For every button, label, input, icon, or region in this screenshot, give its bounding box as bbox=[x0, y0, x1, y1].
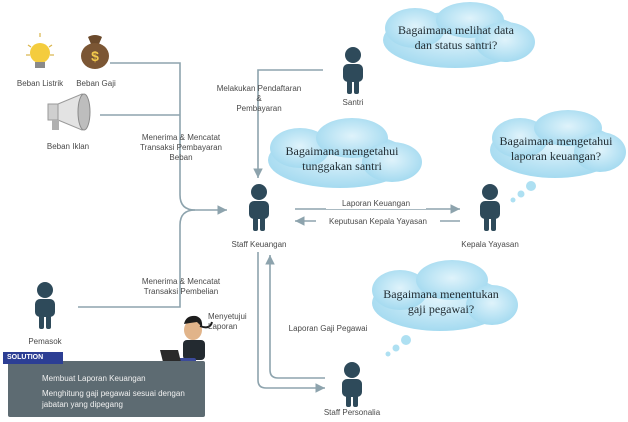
flow-label-laporan-gaji: Laporan Gaji Pegawai bbox=[288, 324, 368, 333]
person-staff-keuangan bbox=[249, 184, 269, 231]
flow-label-keputusan: Keputusan Kepala Yayasan bbox=[316, 217, 440, 227]
person-kepala-yayasan bbox=[480, 184, 500, 231]
solution-item-laporan: Membuat Laporan Keuangan bbox=[42, 374, 146, 383]
flow-label-pendaftaran: Melakukan Pendaftaran & Pembayaran bbox=[216, 84, 302, 113]
flow-line-menyetujui bbox=[257, 252, 325, 393]
person-santri bbox=[343, 47, 363, 94]
question-tunggakan: Bagaimana mengetahui tunggakan santri bbox=[285, 144, 399, 173]
question-gaji: Bagaimana menentukan gaji pegawai? bbox=[383, 287, 499, 316]
label-kepala-yayasan: Kepala Yayasan bbox=[461, 240, 519, 249]
label-santri: Santri bbox=[342, 98, 364, 107]
flow-line-pembelian bbox=[78, 209, 196, 308]
question-keuangan: Bagaimana mengetahui laporan keuangan? bbox=[499, 134, 613, 163]
lightbulb-icon bbox=[26, 33, 54, 68]
svg-text:$: $ bbox=[91, 48, 99, 64]
solution-item-gaji: Menghitung gaji pegawai sesuai dengan ja… bbox=[42, 389, 185, 409]
label-beban-iklan: Beban Iklan bbox=[46, 142, 90, 151]
cloud-gaji bbox=[372, 260, 518, 357]
solution-tag: SOLUTION bbox=[3, 352, 63, 364]
flow-line-laporan-gaji bbox=[265, 255, 325, 379]
label-staff-personalia: Staff Personalia bbox=[323, 408, 381, 417]
flow-line-pendaftaran bbox=[253, 69, 323, 178]
person-pemasok bbox=[35, 282, 55, 329]
label-beban-listrik: Beban Listrik bbox=[16, 79, 64, 88]
flow-label-pembelian: Menerima & Mencatat Transaksi Pembelian bbox=[141, 277, 221, 296]
megaphone-icon bbox=[47, 93, 91, 131]
question-santri: Bagaimana melihat data dan status santri… bbox=[398, 23, 514, 52]
flow-label-laporan-keuangan: Laporan Keuangan bbox=[326, 199, 426, 209]
cloud-keuangan bbox=[490, 110, 626, 203]
money-bag-icon: $ bbox=[81, 35, 109, 69]
label-pemasok: Pemasok bbox=[28, 337, 62, 346]
cloud-tunggakan bbox=[268, 118, 422, 188]
person-staff-personalia bbox=[342, 362, 362, 407]
cloud-santri bbox=[383, 2, 535, 68]
label-beban-gaji: Beban Gaji bbox=[76, 79, 116, 88]
label-staff-keuangan: Staff Keuangan bbox=[231, 240, 287, 249]
flow-label-beban: Menerima & Mencatat Transaksi Pembayaran… bbox=[140, 133, 222, 162]
flow-label-menyetujui: Menyetujui Laporan bbox=[208, 312, 247, 331]
solution-panel bbox=[8, 361, 205, 417]
